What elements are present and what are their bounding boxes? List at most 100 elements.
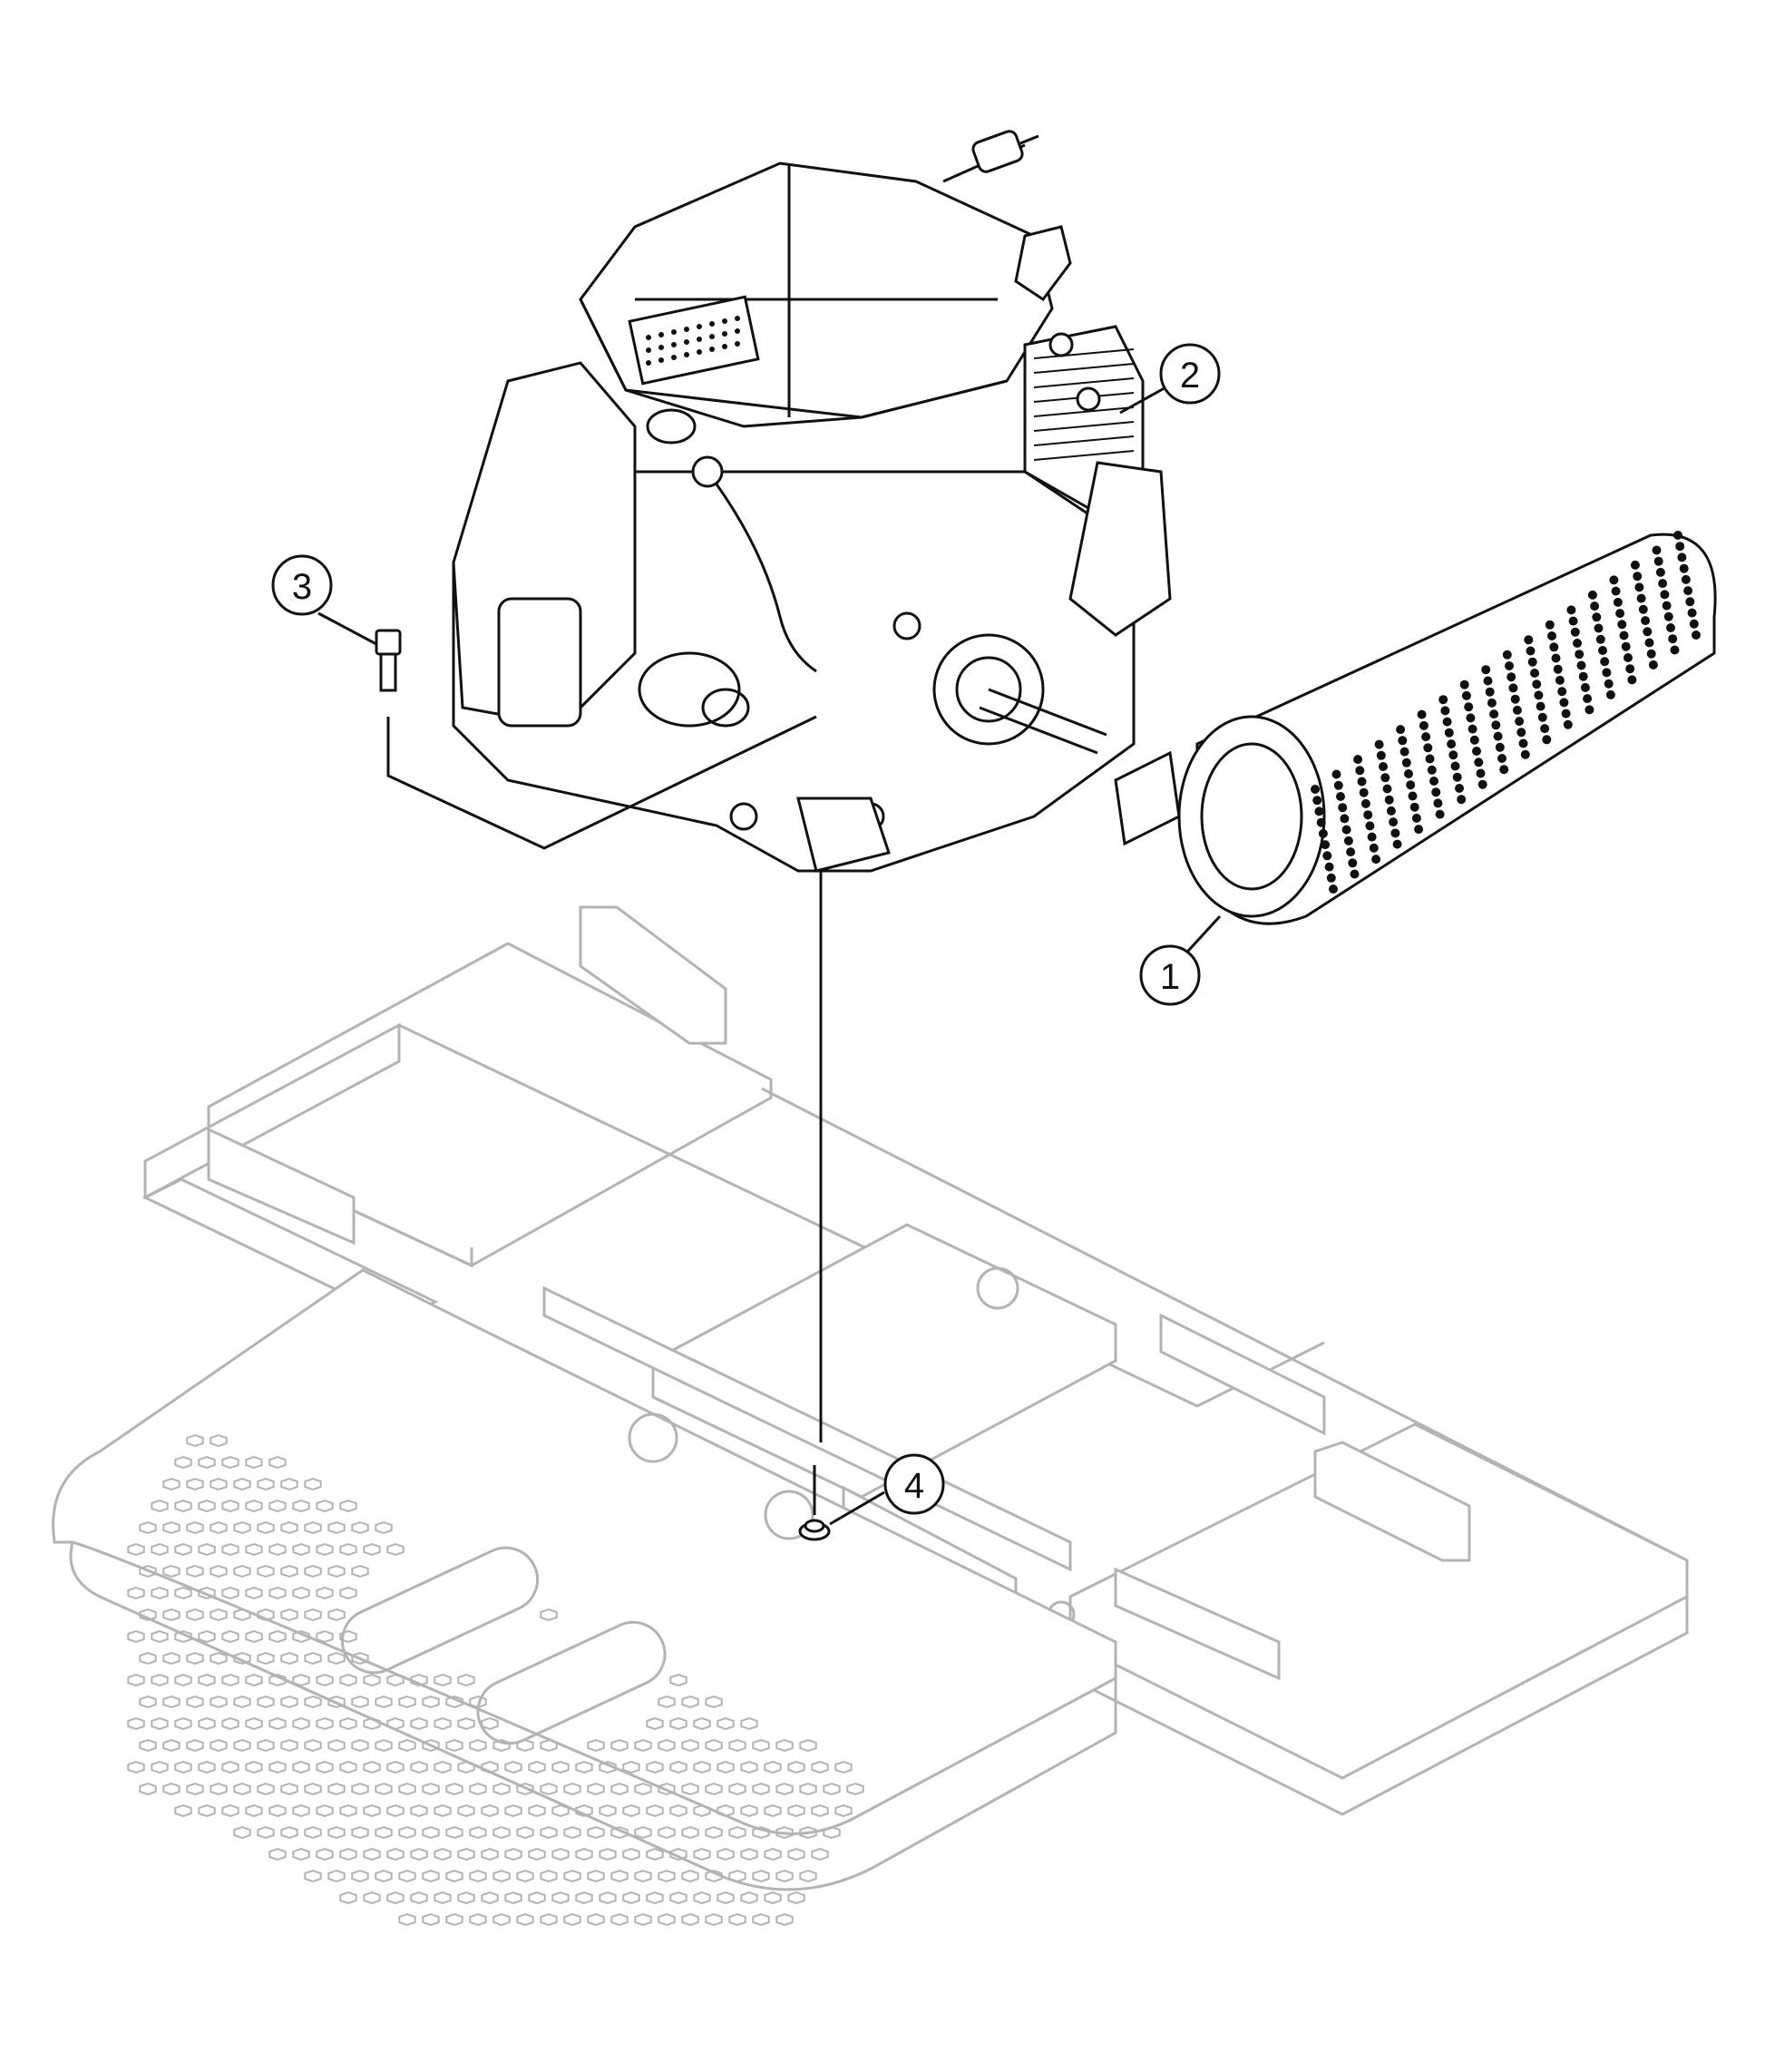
- frame-assembly: [52, 905, 1689, 1891]
- muffler-hole: [1515, 717, 1525, 727]
- floor-hex-cell: [327, 1825, 346, 1840]
- grille-dot: [709, 347, 715, 352]
- floor-hex-cell: [162, 1564, 180, 1578]
- floor-hex-cell: [434, 1891, 452, 1905]
- floor-hex-cell: [587, 1912, 605, 1927]
- floor-hex-cell: [198, 1455, 216, 1470]
- muffler-hole: [1392, 839, 1402, 849]
- floor-hex-cell: [717, 1760, 735, 1774]
- floor-hex-cell: [210, 1477, 228, 1491]
- floor-hex-cell: [316, 1629, 334, 1644]
- floor-hex-cell: [316, 1716, 334, 1731]
- muffler-hole: [1542, 735, 1552, 745]
- muffler-hole: [1658, 579, 1668, 589]
- floor-hex-cell: [151, 1629, 169, 1644]
- floor-hex-cell: [516, 1782, 534, 1796]
- floor-hex-cell: [186, 1608, 204, 1622]
- floor-hex-cell: [775, 1912, 794, 1927]
- muffler-hole: [1573, 639, 1582, 648]
- muffler-hole: [1411, 813, 1421, 823]
- floor-hex-cell: [245, 1629, 263, 1644]
- floor-hex-cell: [292, 1586, 310, 1600]
- floor-hex-cell: [563, 1782, 581, 1796]
- floor-hex-cell: [233, 1738, 251, 1753]
- muffler-hole: [1585, 705, 1594, 715]
- floor-hex-cell: [422, 1869, 440, 1883]
- floor-hex-cell: [492, 1738, 511, 1753]
- floor-hex-cell: [752, 1869, 770, 1883]
- floor-hex-cell: [127, 1629, 145, 1644]
- muffler-hole: [1497, 754, 1507, 763]
- floor-hex-cell: [457, 1760, 475, 1774]
- floor-hex-cell: [705, 1738, 723, 1753]
- floor-hex-cell: [610, 1738, 629, 1753]
- floor-hex-cell: [316, 1586, 334, 1600]
- floor-hex-cell: [410, 1891, 428, 1905]
- muffler-hole: [1598, 646, 1607, 655]
- floor-hex-cell: [327, 1782, 346, 1796]
- muffler-hole: [1570, 627, 1580, 637]
- floor-hex-cell: [221, 1716, 239, 1731]
- floor-hex-cell: [422, 1782, 440, 1796]
- muffler-hole: [1605, 689, 1615, 699]
- muffler-hole: [1675, 542, 1685, 552]
- floor-hex-cell: [139, 1738, 157, 1753]
- muffler-hole: [1568, 616, 1578, 626]
- floor-hex-cell: [198, 1586, 216, 1600]
- floor-hex-cell: [162, 1695, 180, 1709]
- floor-hex-cell: [528, 1891, 546, 1905]
- floor-hex-cell: [174, 1586, 192, 1600]
- floor-hex-cell: [351, 1869, 369, 1883]
- floor-hex-cell: [575, 1891, 593, 1905]
- floor-hex-cell: [257, 1477, 275, 1491]
- muffler-hole: [1595, 634, 1605, 644]
- floor-hex-cell: [575, 1760, 593, 1774]
- floor-hex-cell: [386, 1673, 405, 1687]
- floor-hex-cell: [162, 1651, 180, 1666]
- floor-hex-cell: [434, 1847, 452, 1862]
- floor-hex-cell: [669, 1803, 687, 1818]
- floor-hex-cell: [210, 1738, 228, 1753]
- floor-hex-cell: [469, 1695, 487, 1709]
- muffler-hole: [1580, 682, 1590, 692]
- muffler-hole: [1379, 762, 1388, 771]
- leader-lines: [317, 379, 1222, 1526]
- floor-hex-cell: [375, 1695, 393, 1709]
- grille-dot: [658, 345, 664, 350]
- muffler-hole: [1670, 645, 1680, 655]
- muffler-hole: [1491, 720, 1501, 730]
- floor-hex-cell: [174, 1803, 192, 1818]
- muffler-hole: [1685, 597, 1695, 607]
- floor-hex-cell: [221, 1455, 239, 1470]
- floor-hex-cell: [398, 1869, 416, 1883]
- floor-hex-cell: [410, 1716, 428, 1731]
- grille-dot: [658, 332, 664, 337]
- floor-hex-cell: [587, 1869, 605, 1883]
- floor-hex-cell: [292, 1629, 310, 1644]
- muffler-hole: [1687, 608, 1697, 618]
- floor-hex-cell: [658, 1912, 676, 1927]
- floor-hex-cell: [752, 1738, 770, 1753]
- floor-hex-cell: [410, 1673, 428, 1687]
- floor-hex-cell: [610, 1912, 629, 1927]
- floor-hex-cell: [492, 1869, 511, 1883]
- floor-hex-cell: [775, 1782, 794, 1796]
- floor-hex-cell: [492, 1912, 511, 1927]
- muffler-hole: [1559, 698, 1569, 708]
- floor-hex-cell: [469, 1782, 487, 1796]
- muffler-hole: [1508, 683, 1518, 693]
- muffler-hole: [1660, 590, 1670, 600]
- muffler-hole: [1390, 828, 1400, 838]
- floor-hex-cell: [233, 1520, 251, 1535]
- muffler-hole: [1646, 649, 1656, 659]
- floor-hex-cell: [492, 1825, 511, 1840]
- floor-hex-cell: [351, 1825, 369, 1840]
- floor-hex-cell: [787, 1803, 805, 1818]
- floor-hex-cell: [540, 1869, 558, 1883]
- floor-hex-cell: [280, 1564, 298, 1578]
- nut: [798, 1519, 831, 1541]
- muffler-hole: [1633, 572, 1643, 582]
- muffler-hole: [1331, 769, 1341, 779]
- floor-hex-cell: [646, 1716, 664, 1731]
- floor-hex-cell: [634, 1782, 652, 1796]
